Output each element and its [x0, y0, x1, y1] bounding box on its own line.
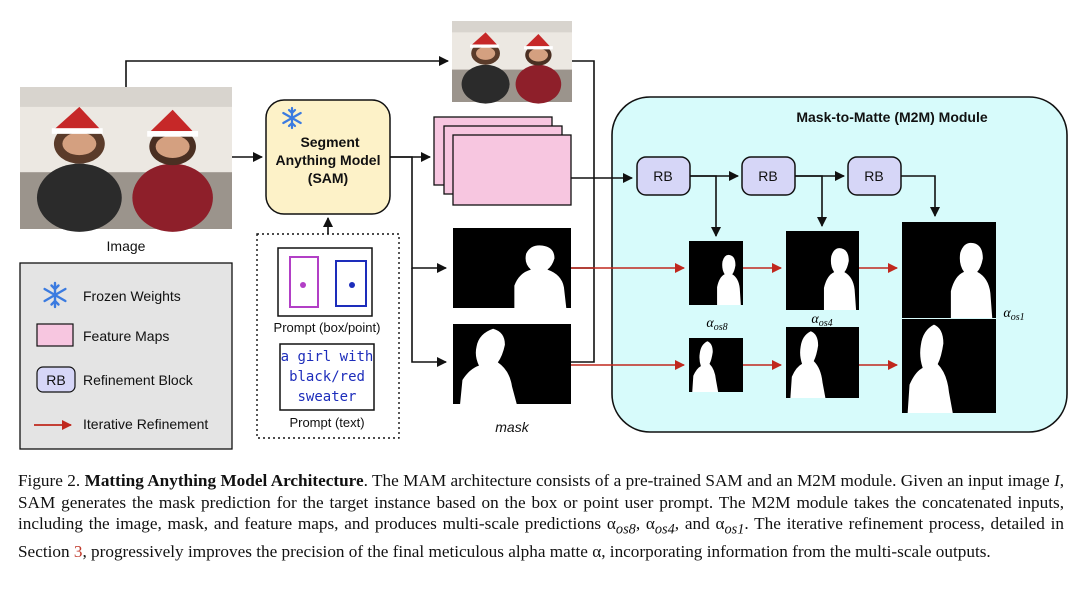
legend-rb-swatch — [36, 366, 76, 393]
caption-title: Matting Anything Model Architecture — [84, 471, 364, 490]
feature-maps — [433, 116, 572, 206]
rb-label-2: RB — [758, 168, 777, 184]
section-link[interactable]: 3 — [73, 542, 83, 562]
mask-output-1 — [453, 228, 571, 308]
rb-label-3: RB — [864, 168, 883, 184]
alpha-os4-matte-2 — [786, 327, 859, 398]
architecture-diagram: Image Segment Anything Model (SAM) Promp… — [19, 21, 1068, 450]
caption-var-I: I — [1053, 471, 1060, 490]
prompt-box-blue — [335, 260, 367, 307]
arrow-rb2-to-os4 — [795, 175, 827, 227]
legend-frozen-label: Frozen Weights — [83, 288, 181, 304]
mask-output-2 — [453, 324, 571, 404]
prompt-boxpoint-label: Prompt (box/point) — [274, 320, 381, 335]
input-image — [20, 87, 232, 232]
arrow-sam-to-mask1 — [390, 156, 447, 273]
prompt-text-line3: sweater — [297, 389, 356, 405]
snowflake-icon — [282, 106, 302, 130]
sam-title-line3: (SAM) — [308, 170, 348, 186]
prompt-text-label: Prompt (text) — [289, 415, 364, 430]
arrow-rb3-to-os1 — [901, 175, 940, 217]
alpha-os8-matte-1 — [689, 241, 743, 305]
line-mask2-to-rb — [571, 268, 595, 363]
alpha-os1-matte-2 — [902, 319, 996, 413]
arrow-image-to-top — [125, 56, 449, 87]
sam-title-line2: Anything Model — [276, 152, 381, 168]
arrow-top-image-to-rb — [572, 60, 633, 183]
legend-feature-label: Feature Maps — [83, 328, 169, 344]
alpha-os8-matte-2 — [689, 338, 743, 392]
mask-label: mask — [495, 419, 529, 435]
rb-label-1: RB — [653, 168, 672, 184]
m2m-title: Mask-to-Matte (M2M) Module — [796, 109, 988, 125]
image-copy-top — [452, 21, 572, 104]
line-mask1-to-rb — [571, 178, 595, 269]
prompt-text-frame — [279, 343, 375, 411]
image-label: Image — [107, 238, 146, 254]
legend-iterative-label: Iterative Refinement — [83, 416, 208, 432]
prompt-text-line2: black/red — [289, 369, 365, 385]
alpha-os4-matte-1 — [786, 231, 859, 310]
alpha-os1-matte-1 — [902, 222, 996, 318]
legend-snowflake-icon — [43, 281, 67, 309]
sam-title-line1: Segment — [300, 134, 359, 150]
prompt-point-blue — [349, 282, 355, 288]
prompt-text-line1: a girl with — [281, 349, 374, 365]
figure-caption: Figure 2. Matting Anything Model Archite… — [18, 471, 1065, 562]
prompt-point-magenta — [300, 282, 306, 288]
legend-rb-label: Refinement Block — [83, 372, 194, 388]
legend-feature-swatch — [36, 323, 74, 347]
prompt-box-magenta — [289, 256, 319, 308]
arrow-rb1-to-os8 — [690, 175, 721, 237]
arrow-sam-to-mask2 — [411, 268, 447, 367]
prompt-boxpoint-frame — [277, 247, 373, 317]
legend-rb-tag: RB — [46, 372, 65, 388]
caption-figure-number: Figure 2. — [18, 471, 81, 490]
